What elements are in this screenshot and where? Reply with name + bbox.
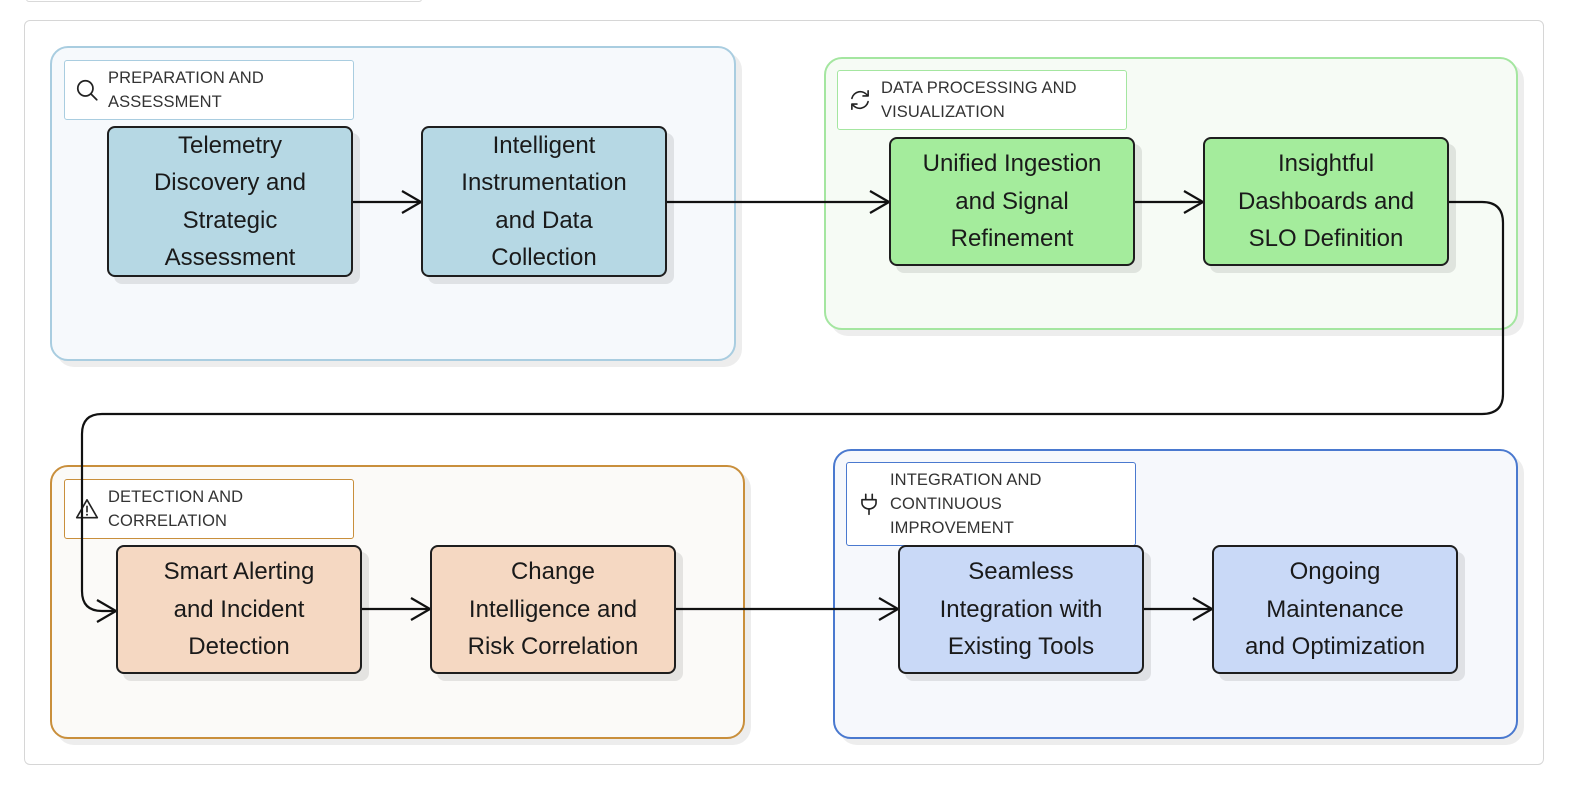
group-title: DATA PROCESSING AND VISUALIZATION (881, 76, 1077, 124)
node-label-line: Intelligent (492, 131, 596, 159)
node-label-line: and Signal (955, 187, 1069, 215)
node-label-line: and Data (495, 206, 593, 234)
node-label-line: Integration with (939, 595, 1103, 623)
node-label-line: Change (510, 558, 596, 586)
group-label-processing: DATA PROCESSING AND VISUALIZATION (837, 70, 1127, 130)
node-label-line: Strategic (182, 206, 278, 234)
search-icon (74, 77, 100, 103)
refresh-icon (847, 87, 873, 113)
node-label-line: SLO Definition (1248, 225, 1404, 253)
node-label-line: Maintenance (1266, 595, 1404, 623)
node-label-line: Collection (491, 244, 597, 271)
node-label-line: and Incident (173, 595, 305, 623)
group-title-line: ASSESSMENT (108, 93, 222, 111)
node-label: Telemetry Discovery and Strategic Assess… (154, 127, 306, 277)
node-label-line: Existing Tools (947, 633, 1095, 661)
node-label: Smart Alerting and Incident Detection (164, 553, 315, 666)
node-smart-alerting[interactable]: Smart Alerting and Incident Detection (116, 545, 362, 674)
node-seamless-integration[interactable]: Seamless Integration with Existing Tools (898, 545, 1144, 674)
group-title: DETECTION AND CORRELATION (108, 485, 243, 533)
node-telemetry-discovery[interactable]: Telemetry Discovery and Strategic Assess… (107, 126, 353, 277)
top-scroll-edge (26, 0, 422, 2)
node-change-intelligence[interactable]: Change Intelligence and Risk Correlation (430, 545, 676, 674)
node-label-line: Ongoing (1289, 558, 1381, 586)
node-ongoing-maintenance[interactable]: Ongoing Maintenance and Optimization (1212, 545, 1458, 674)
node-label-line: and Optimization (1244, 633, 1426, 661)
node-label: Seamless Integration with Existing Tools (940, 553, 1103, 666)
node-label: Ongoing Maintenance and Optimization (1245, 553, 1425, 666)
node-label-line: Intelligence and (468, 595, 638, 623)
group-title: INTEGRATION AND CONTINUOUS IMPROVEMENT (890, 468, 1042, 540)
node-label-line: Discovery and (153, 169, 307, 196)
node-label-line: Risk Correlation (467, 633, 639, 661)
group-title: PREPARATION AND ASSESSMENT (108, 66, 264, 114)
group-title-line: PREPARATION AND (108, 69, 264, 87)
node-label-line: Insightful (1277, 150, 1375, 178)
node-label-line: Refinement (950, 225, 1074, 253)
group-title-line: CONTINUOUS (890, 495, 1002, 513)
node-label-line: Instrumentation (461, 169, 627, 196)
node-label-line: Detection (188, 633, 290, 661)
node-label-line: Dashboards and (1237, 187, 1415, 215)
node-label-line: Unified Ingestion (922, 150, 1102, 178)
node-label-line: Assessment (164, 244, 296, 271)
node-label-line: Telemetry (177, 131, 283, 159)
group-label-integration: INTEGRATION AND CONTINUOUS IMPROVEMENT (846, 462, 1136, 546)
warning-icon (74, 496, 100, 522)
group-title-line: VISUALIZATION (881, 103, 1005, 121)
node-insightful-dashboards[interactable]: Insightful Dashboards and SLO Definition (1203, 137, 1449, 266)
group-title-line: CORRELATION (108, 512, 228, 530)
group-title-line: DETECTION AND (108, 488, 244, 506)
plug-icon (856, 491, 882, 517)
group-label-detection: DETECTION AND CORRELATION (64, 479, 354, 539)
group-title-line: DATA PROCESSING AND (881, 79, 1077, 97)
group-label-preparation: PREPARATION AND ASSESSMENT (64, 60, 354, 120)
node-label: Intelligent Instrumentation and Data Col… (461, 127, 626, 277)
node-label-line: Smart Alerting (163, 558, 315, 586)
group-title-line: INTEGRATION AND (890, 471, 1042, 489)
node-label: Unified Ingestion and Signal Refinement (923, 145, 1102, 258)
node-unified-ingestion[interactable]: Unified Ingestion and Signal Refinement (889, 137, 1135, 266)
node-intelligent-instrumentation[interactable]: Intelligent Instrumentation and Data Col… (421, 126, 667, 277)
group-title-line: IMPROVEMENT (890, 519, 1014, 537)
node-label: Change Intelligence and Risk Correlation (468, 553, 639, 666)
node-label: Insightful Dashboards and SLO Definition (1238, 145, 1414, 258)
node-label-line: Seamless (968, 558, 1074, 586)
